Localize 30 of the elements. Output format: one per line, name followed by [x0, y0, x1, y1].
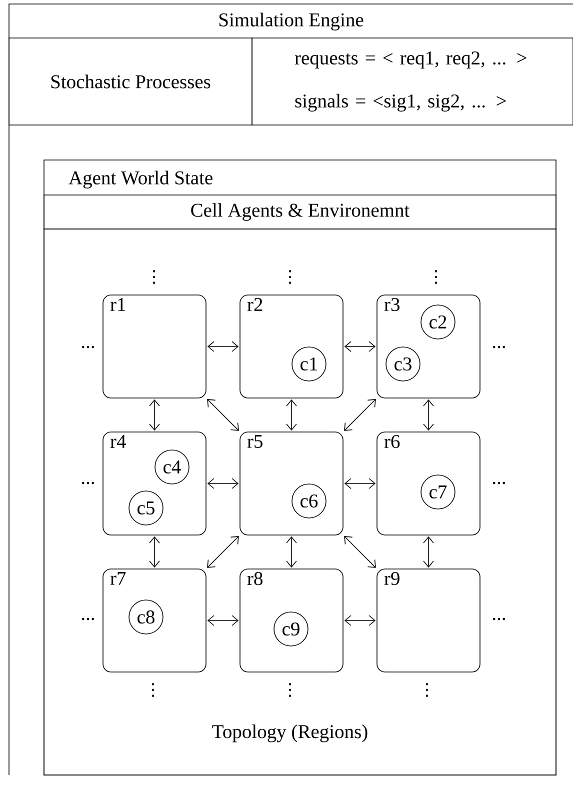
- arrow: [344, 399, 376, 431]
- arrow: [149, 399, 160, 431]
- arrow: [207, 341, 239, 352]
- arrow: [344, 536, 376, 568]
- vertical-ellipsis: ⋮: [435, 270, 437, 284]
- arrow: [207, 615, 239, 626]
- vertical-ellipsis: ⋮: [289, 270, 291, 284]
- ellipsis: ...: [492, 346, 506, 348]
- ellipsis: ...: [492, 482, 506, 484]
- region-box: r9: [376, 568, 480, 672]
- arrow: [149, 536, 160, 568]
- arrow: [207, 399, 239, 431]
- arrow: [286, 399, 297, 431]
- arrow: [423, 399, 434, 431]
- vertical-ellipsis: ⋮: [152, 683, 154, 697]
- arrow: [207, 536, 239, 568]
- arrow: [286, 536, 297, 568]
- region-box: r1: [102, 294, 206, 398]
- arrow: [423, 536, 434, 568]
- arrow: [344, 341, 376, 352]
- ellipsis: ...: [82, 482, 94, 484]
- ellipsis: ...: [82, 618, 94, 620]
- vertical-ellipsis: ⋮: [153, 270, 155, 284]
- arrow: [344, 615, 376, 626]
- table-cell: requests = < req1, req2, ... > signals = <sig1, sig2, ... >: [252, 38, 573, 126]
- header-band: Cell Agents & Environemnt: [44, 194, 556, 230]
- arrow: [207, 478, 239, 489]
- vertical-ellipsis: ⋮: [289, 683, 291, 697]
- arrow: [344, 478, 376, 489]
- table-cell: Stochastic Processes: [8, 38, 252, 126]
